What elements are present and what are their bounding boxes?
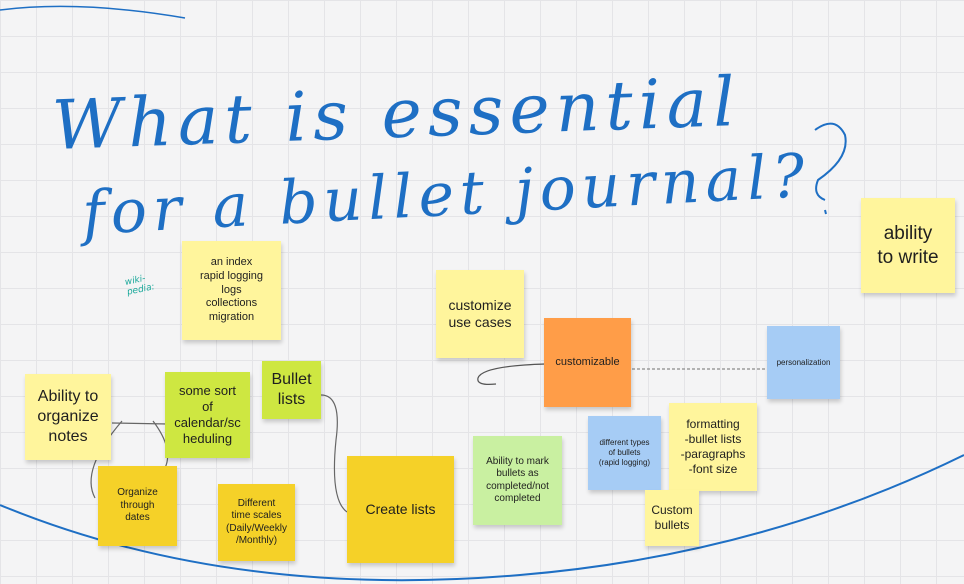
sticky-note-different-types-of-bullets[interactable]: different types of bullets (rapid loggin…	[588, 416, 661, 490]
handwritten-wikipedia-note: wiki- pedia:	[124, 273, 156, 298]
ink-stroke-top	[0, 5, 186, 19]
sticky-note-ability-to-mark-bullets[interactable]: Ability to mark bullets as completed/not…	[473, 436, 562, 525]
sticky-note-text: different types of bullets (rapid loggin…	[598, 438, 651, 467]
sticky-note-text: Custom bullets	[651, 503, 693, 532]
sticky-note-organize-through-dates[interactable]: Organize through dates	[98, 466, 177, 546]
sticky-note-different-time-scales[interactable]: Different time scales (Daily/Weekly /Mon…	[218, 484, 295, 561]
sticky-note-text: Organize through dates	[117, 487, 158, 524]
sticky-note-text: Ability to mark bullets as completed/not…	[486, 455, 549, 505]
sticky-note-text: Create lists	[365, 500, 436, 517]
sticky-note-custom-bullets[interactable]: Custom bullets	[645, 490, 699, 546]
sticky-note-text: ability to write	[877, 222, 939, 268]
sticky-note-wiki-list[interactable]: an index rapid logging logs collections …	[182, 241, 281, 340]
sticky-note-personalization[interactable]: personalization	[767, 326, 840, 399]
connector-usecases-customizable	[477, 363, 546, 385]
sticky-note-text: Different time scales (Daily/Weekly /Mon…	[226, 497, 287, 547]
sticky-note-bullet-lists[interactable]: Bullet lists	[262, 361, 321, 419]
sticky-note-customizable[interactable]: customizable	[544, 318, 631, 407]
sticky-note-text: personalization	[776, 357, 831, 367]
sticky-note-text: customizable	[555, 355, 620, 368]
sticky-note-create-lists[interactable]: Create lists	[347, 456, 454, 563]
connector-organize-calendar	[111, 422, 169, 425]
sticky-note-text: some sort of calendar/sc heduling	[174, 382, 241, 447]
sticky-note-ability-to-organize-notes[interactable]: Ability to organize notes	[25, 374, 111, 460]
sticky-note-text: Ability to organize notes	[37, 388, 99, 445]
sticky-note-text: customize use cases	[448, 296, 512, 331]
sticky-note-text: an index rapid logging logs collections …	[200, 256, 263, 324]
sticky-note-calendar-scheduling[interactable]: some sort of calendar/sc heduling	[165, 372, 250, 458]
sticky-note-text: Bullet lists	[271, 371, 312, 408]
connector-bulletlists-createlists	[320, 394, 348, 513]
sticky-note-formatting[interactable]: formatting -bullet lists -paragraphs -fo…	[669, 403, 757, 491]
ink-question-mark	[814, 122, 847, 215]
sticky-note-text: formatting -bullet lists -paragraphs -fo…	[680, 417, 746, 476]
sticky-note-customize-use-cases[interactable]: customize use cases	[436, 270, 524, 358]
sticky-note-ability-to-write[interactable]: ability to write	[861, 198, 955, 293]
